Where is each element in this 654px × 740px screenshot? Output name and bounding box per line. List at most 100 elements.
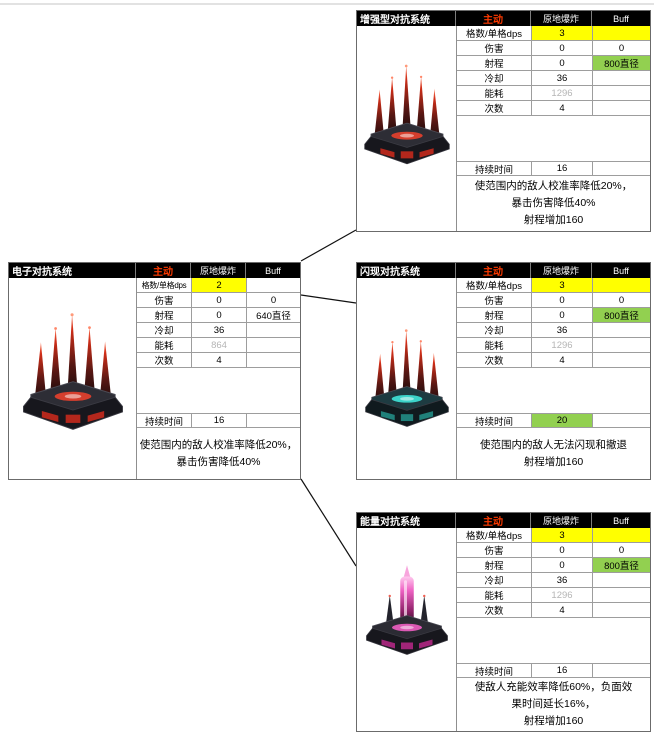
stat-buff[interactable] [593,71,650,86]
stat-buff[interactable] [247,323,300,338]
buff-column-label[interactable]: Buff [265,265,281,276]
panel-title[interactable]: 闪现对抗系统 [357,263,456,278]
tower-image-energy[interactable] [357,528,456,731]
effect-description[interactable]: 使范围内的敌人校准率降低20%，暴击伤害降低40%射程增加160 [457,176,650,231]
stat-value[interactable]: 20 [532,413,593,428]
stat-buff[interactable] [593,353,650,368]
stat-buff[interactable]: 800直径 [593,308,650,323]
stat-buff[interactable]: 800直径 [593,558,650,573]
buff-column-label[interactable]: Buff [613,13,629,24]
stat-value[interactable]: 36 [532,323,593,338]
stat-buff[interactable] [247,338,300,353]
stat-value[interactable]: 0 [532,293,593,308]
stat-label[interactable]: 能耗 [457,86,532,101]
active-mode-label[interactable]: 主动 [456,263,531,278]
stat-label[interactable]: 伤害 [457,41,532,56]
stat-buff[interactable] [593,161,650,176]
stat-value[interactable]: 4 [532,603,593,618]
stat-buff[interactable] [593,86,650,101]
active-mode-label[interactable]: 主动 [136,263,191,278]
stat-label[interactable]: 能耗 [457,588,532,603]
stat-label[interactable]: 伤害 [137,293,192,308]
stat-label[interactable]: 持续时间 [457,413,532,428]
stat-label[interactable]: 格数/单格dps [137,278,192,293]
stat-value[interactable]: 16 [532,161,593,176]
stat-value[interactable]: 0 [192,308,247,323]
stat-label[interactable]: 格数/单格dps [457,528,532,543]
active-mode-label[interactable]: 主动 [456,513,531,528]
stat-buff[interactable]: 0 [593,293,650,308]
stat-label[interactable]: 冷却 [457,573,532,588]
tower-image-flash[interactable] [357,278,456,479]
stat-buff[interactable]: 800直径 [593,56,650,71]
stat-label[interactable]: 能耗 [457,338,532,353]
stat-value[interactable]: 16 [192,413,247,428]
stat-value[interactable]: 0 [192,293,247,308]
stat-label[interactable]: 冷却 [137,323,192,338]
stat-value[interactable]: 36 [192,323,247,338]
buff-column-label[interactable]: Buff [613,265,629,276]
stat-label[interactable]: 射程 [137,308,192,323]
stat-value[interactable]: 0 [532,558,593,573]
stat-buff[interactable] [593,528,650,543]
stat-label[interactable]: 持续时间 [457,161,532,176]
stat-buff[interactable]: 0 [593,41,650,56]
stat-buff[interactable] [593,278,650,293]
trigger-type-label[interactable]: 原地爆炸 [531,263,592,278]
stat-buff[interactable]: 640直径 [247,308,300,323]
stat-buff[interactable] [247,413,300,428]
stat-buff[interactable] [593,323,650,338]
stat-label[interactable]: 格数/单格dps [457,26,532,41]
stat-value[interactable]: 4 [532,101,593,116]
stat-label[interactable]: 伤害 [457,543,532,558]
panel-title[interactable]: 电子对抗系统 [9,263,136,278]
stat-label[interactable]: 次数 [457,353,532,368]
stat-label[interactable]: 能耗 [137,338,192,353]
stat-value[interactable]: 0 [532,56,593,71]
panel-title[interactable]: 增强型对抗系统 [357,11,456,26]
stat-value[interactable]: 36 [532,71,593,86]
stat-label[interactable]: 射程 [457,558,532,573]
stat-value[interactable]: 0 [532,543,593,558]
stat-buff[interactable] [593,588,650,603]
stat-buff[interactable] [593,573,650,588]
stat-label[interactable]: 冷却 [457,323,532,338]
stat-value[interactable]: 1296 [532,588,593,603]
stat-label[interactable]: 次数 [457,603,532,618]
tower-image-enhanced[interactable] [357,26,456,231]
stat-value[interactable]: 36 [532,573,593,588]
stat-value[interactable]: 0 [532,41,593,56]
stat-label[interactable]: 冷却 [457,71,532,86]
stat-value[interactable]: 1296 [532,86,593,101]
stat-value[interactable]: 16 [532,663,593,678]
stat-label[interactable]: 持续时间 [137,413,192,428]
stat-label[interactable]: 次数 [457,101,532,116]
stat-value[interactable]: 3 [532,278,593,293]
active-mode-label[interactable]: 主动 [456,11,531,26]
stat-buff[interactable]: 0 [247,293,300,308]
stat-buff[interactable] [593,26,650,41]
tower-image-electronic[interactable] [9,278,136,479]
effect-description[interactable]: 使范围内的敌人无法闪现和撤退射程增加160 [457,428,650,479]
stat-value[interactable]: 3 [532,528,593,543]
stat-value[interactable]: 0 [532,308,593,323]
stat-value[interactable]: 1296 [532,338,593,353]
trigger-type-label[interactable]: 原地爆炸 [531,513,592,528]
buff-column-label[interactable]: Buff [613,515,629,526]
stat-value[interactable]: 2 [192,278,247,293]
panel-title[interactable]: 能量对抗系统 [357,513,456,528]
stat-buff[interactable] [593,603,650,618]
effect-description[interactable]: 使范围内的敌人校准率降低20%，暴击伤害降低40% [137,428,300,479]
stat-label[interactable]: 格数/单格dps [457,278,532,293]
stat-buff[interactable] [593,338,650,353]
stat-label[interactable]: 射程 [457,308,532,323]
stat-buff[interactable] [593,101,650,116]
stat-value[interactable]: 4 [192,353,247,368]
stat-label[interactable]: 伤害 [457,293,532,308]
trigger-type-label[interactable]: 原地爆炸 [191,263,246,278]
stat-value[interactable]: 864 [192,338,247,353]
trigger-type-label[interactable]: 原地爆炸 [531,11,592,26]
stat-buff[interactable] [247,353,300,368]
stat-label[interactable]: 次数 [137,353,192,368]
stat-value[interactable]: 3 [532,26,593,41]
